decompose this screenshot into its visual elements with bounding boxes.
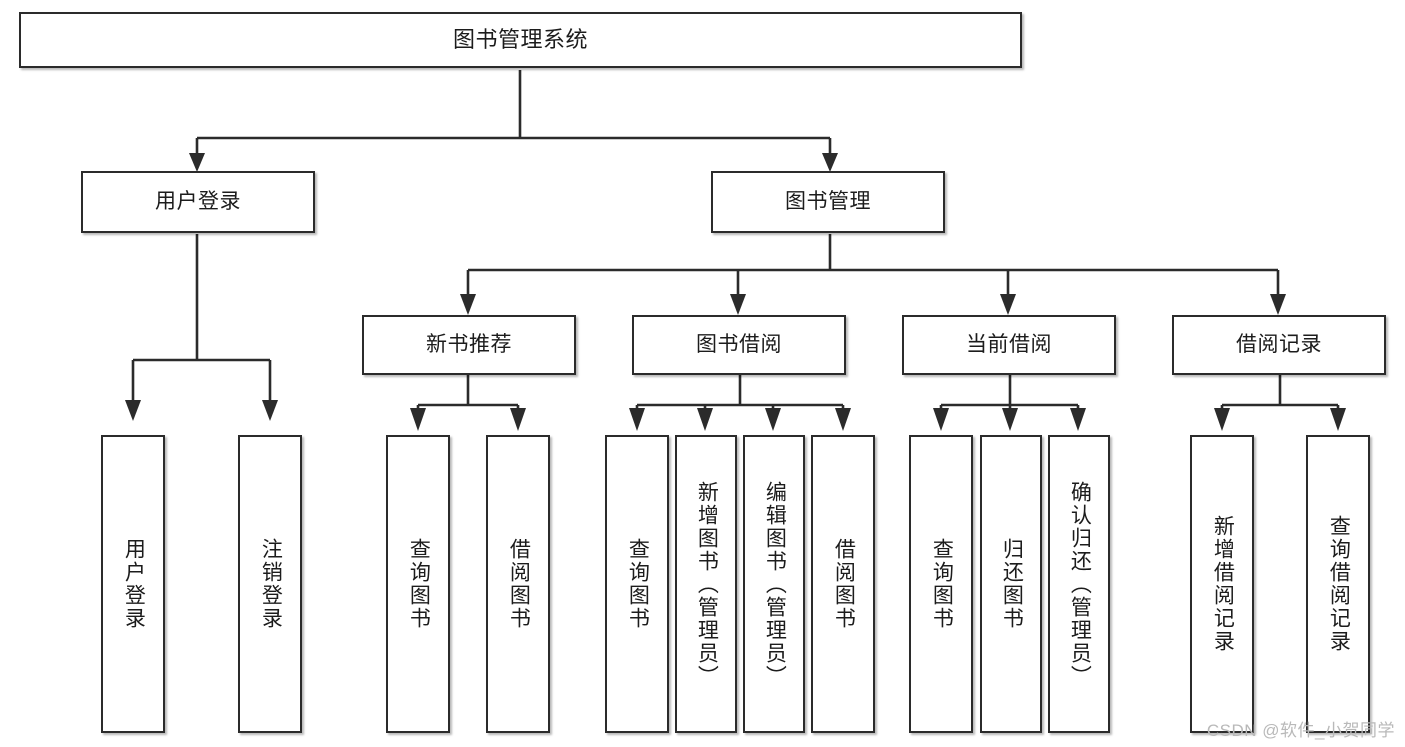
- node-label: 查询借阅记录: [1327, 515, 1351, 653]
- node-user-login[interactable]: 用户登录: [81, 171, 315, 233]
- leaf-edit-book-admin[interactable]: 编辑图书（管理员）: [743, 435, 805, 733]
- arrowhead-leaf-query-book-3: [933, 408, 949, 431]
- node-label: 借阅图书: [832, 538, 856, 630]
- node-label: 新增图书（管理员）: [695, 480, 719, 688]
- leaf-user-login[interactable]: 用户登录: [101, 435, 165, 733]
- node-label: 归还图书: [1000, 538, 1024, 630]
- csdn-watermark: CSDN @软件_小贺同学: [1206, 721, 1395, 740]
- arrowhead-leaf-query-book-1: [410, 408, 426, 431]
- arrowhead-current-borrow: [1000, 294, 1016, 315]
- node-label: 借阅记录: [1236, 333, 1322, 357]
- node-label: 当前借阅: [966, 333, 1052, 357]
- node-label: 图书管理: [785, 190, 871, 214]
- node-label: 确认归还（管理员）: [1068, 480, 1092, 688]
- leaf-add-borrow-record[interactable]: 新增借阅记录: [1190, 435, 1254, 733]
- arrowhead-leaf-add-record: [1214, 408, 1230, 431]
- node-borrow-record[interactable]: 借阅记录: [1172, 315, 1386, 375]
- node-label: 查询图书: [626, 538, 650, 630]
- node-root-book-management-system[interactable]: 图书管理系统: [19, 12, 1022, 68]
- leaf-return-book[interactable]: 归还图书: [980, 435, 1042, 733]
- arrowhead-leaf-borrow-book-2: [835, 408, 851, 431]
- leaf-borrow-book-new-recommend[interactable]: 借阅图书: [486, 435, 550, 733]
- node-label: 用户登录: [155, 190, 241, 214]
- arrowhead-leaf-query-record: [1330, 408, 1346, 431]
- node-label: 图书借阅: [696, 333, 782, 357]
- node-label: 借阅图书: [507, 538, 531, 630]
- arrowhead-leaf-user-login: [125, 400, 141, 421]
- arrowhead-borrow-record: [1270, 294, 1286, 315]
- leaf-query-book-current[interactable]: 查询图书: [909, 435, 973, 733]
- node-label: 查询图书: [930, 538, 954, 630]
- node-book-borrow[interactable]: 图书借阅: [632, 315, 846, 375]
- arrowhead-user-login: [189, 153, 205, 172]
- arrowhead-leaf-edit-book: [765, 408, 781, 431]
- node-current-borrow[interactable]: 当前借阅: [902, 315, 1116, 375]
- node-label: 注销登录: [259, 538, 283, 630]
- leaf-query-borrow-record[interactable]: 查询借阅记录: [1306, 435, 1370, 733]
- arrowhead-new-book-recommend: [460, 294, 476, 315]
- node-label: 编辑图书（管理员）: [763, 480, 787, 688]
- node-label: 图书管理系统: [452, 26, 588, 52]
- arrowhead-leaf-query-book-2: [629, 408, 645, 431]
- arrowhead-leaf-confirm-return: [1070, 408, 1086, 431]
- leaf-confirm-return-admin[interactable]: 确认归还（管理员）: [1048, 435, 1110, 733]
- node-label: 新书推荐: [426, 333, 512, 357]
- arrowhead-leaf-logout-login: [262, 400, 278, 421]
- arrowhead-book-manage: [822, 153, 838, 172]
- leaf-logout-login[interactable]: 注销登录: [238, 435, 302, 733]
- arrowhead-leaf-return-book: [1002, 408, 1018, 431]
- node-book-manage[interactable]: 图书管理: [711, 171, 945, 233]
- arrowhead-leaf-borrow-book-1: [510, 408, 526, 431]
- node-label: 用户登录: [122, 538, 146, 630]
- leaf-borrow-book[interactable]: 借阅图书: [811, 435, 875, 733]
- leaf-add-book-admin[interactable]: 新增图书（管理员）: [675, 435, 737, 733]
- leaf-query-book-new-recommend[interactable]: 查询图书: [386, 435, 450, 733]
- arrowhead-leaf-add-book: [697, 408, 713, 431]
- node-label: 新增借阅记录: [1211, 515, 1235, 653]
- node-new-book-recommend[interactable]: 新书推荐: [362, 315, 576, 375]
- leaf-query-book-borrow[interactable]: 查询图书: [605, 435, 669, 733]
- arrowhead-book-borrow: [730, 294, 746, 315]
- node-label: 查询图书: [407, 538, 431, 630]
